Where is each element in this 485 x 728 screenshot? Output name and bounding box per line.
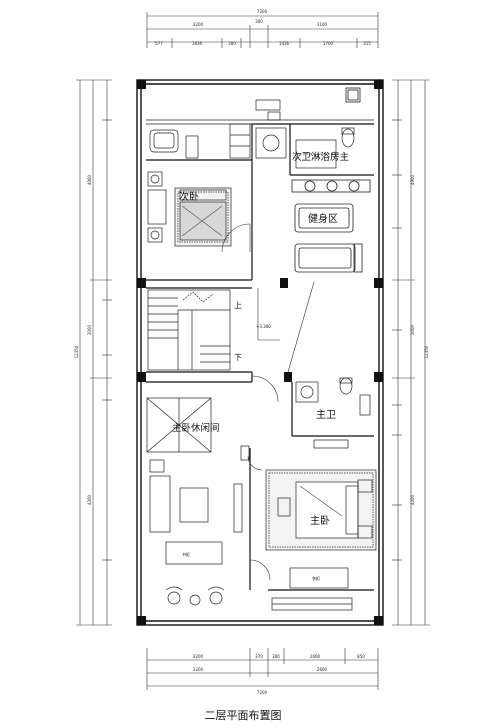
- dim-bot-e: 300: [272, 654, 280, 659]
- master-lounge-furniture: [146, 397, 250, 606]
- bottom-dimensions: [146, 648, 379, 690]
- corridor-lines: [257, 281, 315, 373]
- dim-left-c: 4300: [87, 494, 92, 505]
- bottom-dimension-labels: 3200 370 300 2600 850 3200 2600 7200: [193, 654, 365, 695]
- label-master-bedroom: 主卧: [310, 514, 330, 527]
- door-arcs: [247, 375, 279, 581]
- master-bath-fixtures: [295, 377, 371, 449]
- dim-top-r1: 577: [155, 41, 163, 46]
- dim-bot-c: 850: [357, 654, 365, 659]
- label-guest-bath: 次卫淋浴房主: [292, 151, 349, 163]
- dim-bot-d: 370: [255, 654, 263, 659]
- second-bedroom-door: [221, 223, 251, 253]
- gym-equipment: [291, 179, 371, 273]
- dim-top-c: 300: [255, 19, 263, 24]
- master-bedroom-furniture: [265, 469, 377, 611]
- dim-top-r6: 315: [363, 41, 371, 46]
- dim-right-b: 3000: [410, 324, 415, 335]
- dim-right-a: 4900: [410, 174, 415, 185]
- dim-top-a: 3200: [193, 22, 204, 27]
- dim-top-r2: 1836: [192, 41, 203, 46]
- drawing-title: 二层平面布置图: [205, 709, 282, 722]
- right-dimensions: [392, 79, 430, 626]
- dim-top-r4: 1436: [279, 41, 290, 46]
- label-master-lounge: 主卧休闲间: [172, 422, 220, 434]
- left-dimension-labels: 12350 4900 3000 4300: [74, 174, 92, 505]
- top-dimension-labels: 7200 3200 300 3100 577 1836 300 1436 170…: [155, 9, 371, 46]
- dim-right-total: 12350: [424, 345, 429, 358]
- label-gym: 健身区: [308, 212, 338, 225]
- dim-top-r5: 1700: [323, 41, 334, 46]
- structural-columns: [137, 80, 383, 625]
- dim-top-r3: 300: [228, 41, 236, 46]
- guest-bath-fixtures: [255, 99, 355, 169]
- right-dimension-labels: 12350 4900 3000 4300: [410, 174, 429, 505]
- level-mark: +3.300: [256, 324, 271, 329]
- left-dimensions: [76, 79, 112, 626]
- dim-left-total: 12350: [74, 345, 79, 358]
- interior-walls: [146, 123, 374, 591]
- label-cabinet-left: 书柜: [182, 551, 190, 557]
- label-cabinet-right: 衣柜: [312, 575, 320, 581]
- outer-walls: [136, 79, 384, 626]
- label-master-bath: 主卫: [316, 409, 336, 421]
- label-stair-up: 上: [234, 301, 242, 310]
- staircase: [147, 289, 231, 371]
- dim-bot-a: 3200: [193, 654, 204, 659]
- label-second-bedroom: 次卧: [179, 190, 199, 203]
- dim-top-b: 3100: [317, 22, 328, 27]
- dim-bot-a2: 3200: [193, 667, 204, 672]
- dim-bot-b2: 2600: [317, 667, 328, 672]
- dim-top-total: 7200: [257, 9, 268, 14]
- dim-left-b: 3000: [87, 324, 92, 335]
- dim-bot-total: 7200: [257, 690, 268, 695]
- dim-right-c: 4300: [410, 494, 415, 505]
- top-balcony: [146, 87, 374, 125]
- label-stair-down: 下: [234, 353, 242, 362]
- dim-left-a: 4900: [87, 174, 92, 185]
- second-bedroom-furniture: [147, 123, 251, 247]
- top-dimensions: [146, 12, 379, 48]
- dim-bot-b: 2600: [310, 654, 321, 659]
- room-labels: 次卧 次卫淋浴房主 健身区 上 下 +3.300 主卧休闲间 主卫 主卧 书柜 …: [172, 151, 349, 581]
